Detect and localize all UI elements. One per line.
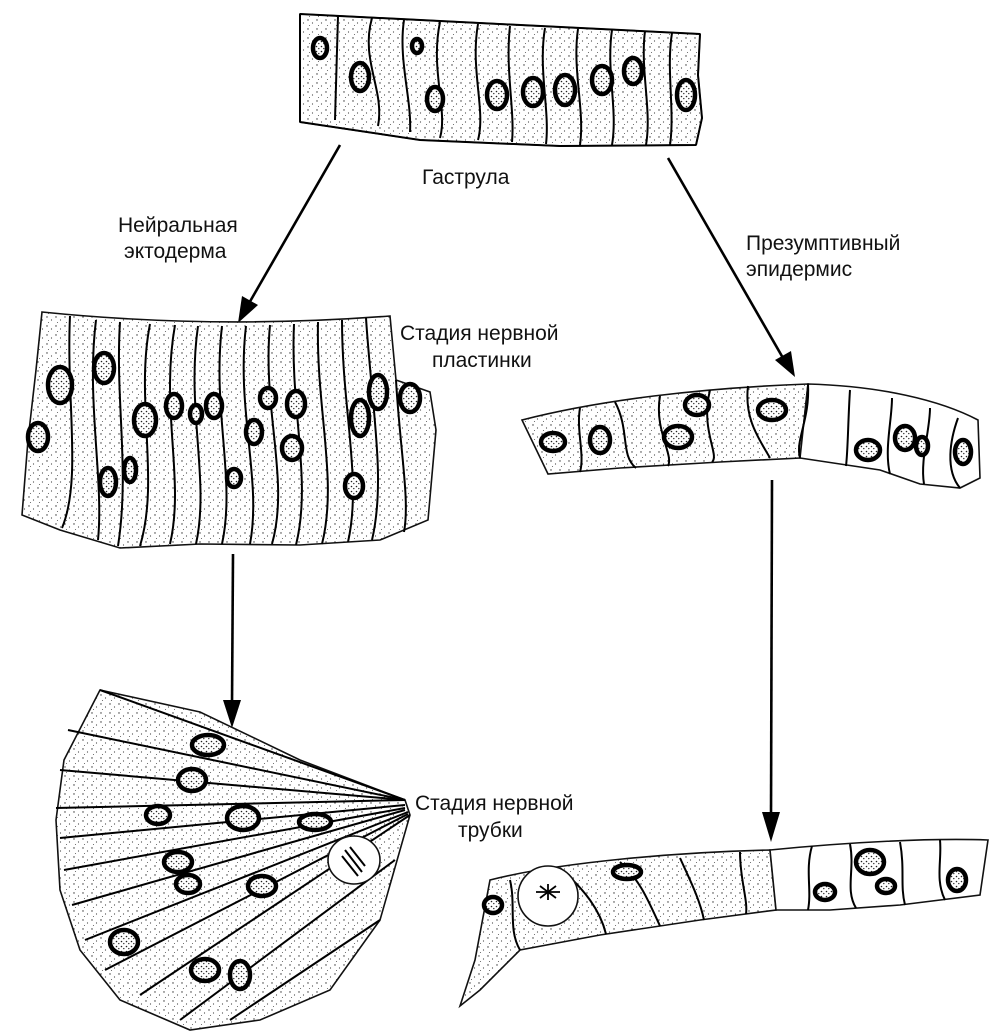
neural-plate-epithelium [22,312,436,548]
label-neural-tube-line1: Стадия нервной [415,792,574,815]
neural-tube-epithelium [56,690,410,1030]
epidermis-epithelium [460,839,988,1006]
neural-tube-mitotic-cell [328,836,380,884]
label-presumptive-epidermis-line1: Презумптивный [746,232,900,255]
arrow-to-neural-plate [238,145,340,323]
label-neural-plate-line2: пластинки [432,349,532,372]
arrow-to-epidermis [762,480,780,842]
neural-plate-cell-sheet [22,312,436,548]
gastrula-epithelium [300,14,702,146]
epidermis-cell-sheet-left [522,384,808,474]
label-neural-tube-line2: трубки [458,819,523,842]
label-neural-ectoderm-line1: Нейральная [118,214,238,237]
label-neural-ectoderm-line2: эктодерма [124,240,227,263]
presumptive-epidermis-epithelium [522,384,980,488]
label-gastrula: Гаструла [422,166,510,189]
arrow-to-neural-tube [223,554,241,728]
label-neural-plate-line1: Стадия нервной [400,322,559,345]
label-presumptive-epidermis-line2: эпидермис [746,258,852,281]
